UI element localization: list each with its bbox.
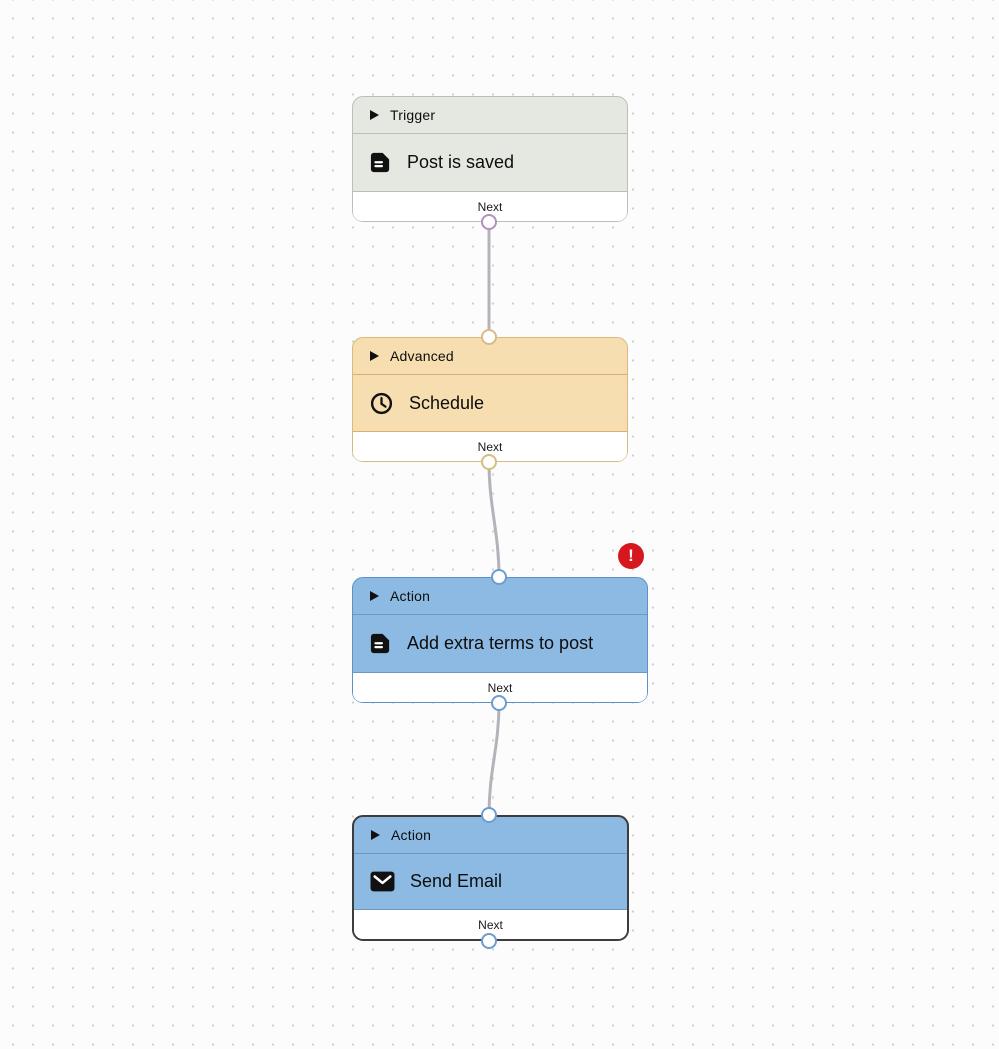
node-header: Action (353, 578, 647, 615)
next-label: Next (487, 680, 513, 695)
connector-action1-action2 (487, 701, 501, 817)
output-port-action-1[interactable] (490, 694, 507, 711)
node-title: Add extra terms to post (407, 633, 594, 653)
node-category-label: Action (390, 588, 431, 604)
collapse-triangle-icon[interactable] (370, 591, 379, 601)
output-port-action-2[interactable] (480, 932, 497, 949)
document-icon (369, 632, 392, 655)
collapse-triangle-icon[interactable] (371, 830, 380, 840)
error-badge[interactable]: ! (618, 543, 644, 569)
node-title: Schedule (409, 392, 485, 413)
connector-advanced-action1 (487, 460, 501, 579)
node-header: Advanced (353, 338, 627, 375)
output-port-trigger[interactable] (480, 213, 497, 230)
mail-icon (370, 871, 395, 892)
node-trigger[interactable]: Trigger Post is saved Next (352, 96, 628, 222)
node-body: Post is saved (353, 134, 627, 191)
node-title: Send Email (410, 871, 503, 891)
node-body: Send Email (354, 854, 627, 909)
next-label: Next (478, 917, 503, 932)
input-port-advanced[interactable] (480, 328, 497, 345)
output-port-advanced[interactable] (480, 453, 497, 470)
node-body: Schedule (353, 375, 627, 431)
node-category-label: Action (391, 827, 432, 843)
document-icon (369, 151, 392, 174)
input-port-action-1[interactable] (490, 568, 507, 585)
next-label: Next (477, 439, 503, 454)
node-action-send-email[interactable]: Action Send Email Next (352, 815, 629, 941)
node-title: Post is saved (407, 152, 515, 172)
clock-icon (369, 391, 394, 416)
node-advanced[interactable]: Advanced Schedule Next (352, 337, 628, 462)
error-badge-glyph: ! (628, 546, 634, 565)
input-port-action-2[interactable] (480, 806, 497, 823)
node-header: Action (354, 817, 627, 854)
collapse-triangle-icon[interactable] (370, 110, 379, 120)
next-port-row: Next (353, 191, 627, 221)
node-body: Add extra terms to post (353, 615, 647, 672)
node-header: Trigger (353, 97, 627, 134)
node-category-label: Advanced (390, 348, 454, 364)
collapse-triangle-icon[interactable] (370, 351, 379, 361)
next-label: Next (477, 199, 503, 214)
node-action-add-extra-terms[interactable]: Action Add extra terms to post Next (352, 577, 648, 703)
node-category-label: Trigger (390, 107, 436, 123)
